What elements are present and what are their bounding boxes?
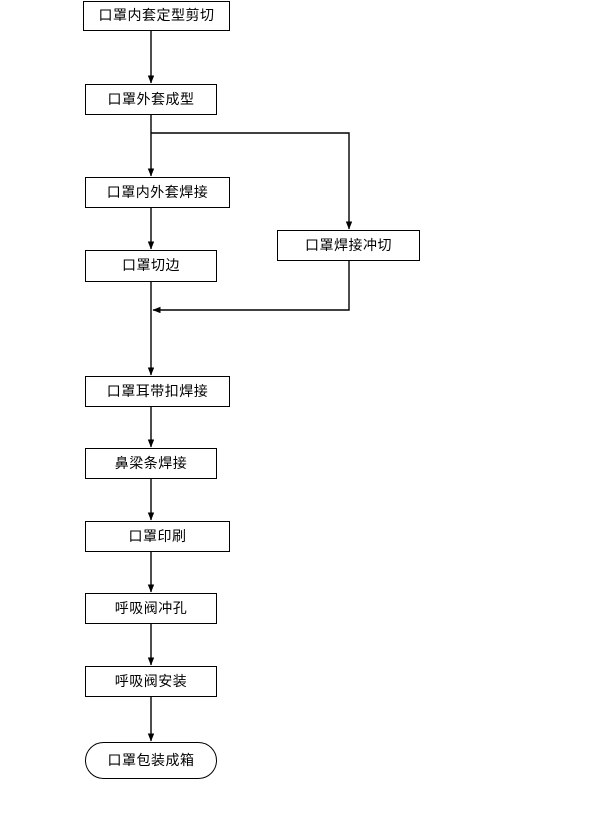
node-label: 呼吸阀安装 xyxy=(114,673,188,690)
node-label: 口罩印刷 xyxy=(128,528,187,545)
node-mask-inner-shell-trim[interactable]: 口罩内套定型剪切 xyxy=(83,1,230,31)
node-label: 口罩内外套焊接 xyxy=(106,184,209,201)
node-packaging-boxing[interactable]: 口罩包装成箱 xyxy=(85,742,217,779)
node-mask-shell-welding[interactable]: 口罩内外套焊接 xyxy=(85,177,230,208)
node-label: 口罩内套定型剪切 xyxy=(98,8,215,24)
node-label: 鼻梁条焊接 xyxy=(114,455,188,472)
node-mask-edge-cutting[interactable]: 口罩切边 xyxy=(85,250,217,282)
node-label: 口罩包装成箱 xyxy=(107,752,195,769)
node-mask-weld-punching[interactable]: 口罩焊接冲切 xyxy=(277,230,420,261)
node-label: 口罩耳带扣焊接 xyxy=(106,383,209,400)
edge-n4-merge xyxy=(152,261,350,314)
node-valve-hole-punching[interactable]: 呼吸阀冲孔 xyxy=(85,593,217,624)
node-label: 口罩外套成型 xyxy=(107,91,195,108)
node-valve-installation[interactable]: 呼吸阀安装 xyxy=(85,666,217,697)
node-label: 口罩焊接冲切 xyxy=(305,237,392,254)
node-mask-printing[interactable]: 口罩印刷 xyxy=(85,521,230,552)
node-earloop-buckle-welding[interactable]: 口罩耳带扣焊接 xyxy=(85,376,230,407)
edge-n2-n4 xyxy=(151,132,353,230)
node-label: 口罩切边 xyxy=(122,258,180,274)
node-label: 呼吸阀冲孔 xyxy=(114,600,188,617)
node-nose-bridge-welding[interactable]: 鼻梁条焊接 xyxy=(85,448,217,479)
node-mask-outer-shell-forming[interactable]: 口罩外套成型 xyxy=(85,84,217,115)
